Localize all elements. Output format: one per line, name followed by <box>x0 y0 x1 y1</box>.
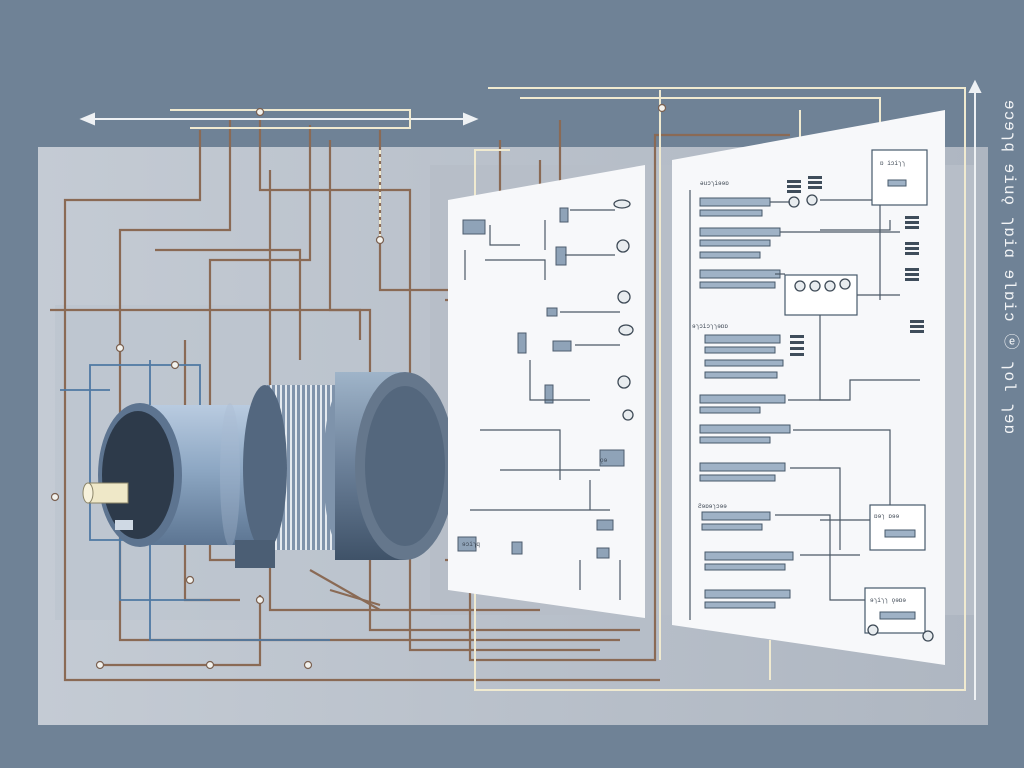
motor-icon <box>82 372 544 568</box>
sheet-right-label-2: ɒ iɔiɿɿ <box>880 160 905 167</box>
top-arrows <box>79 79 982 700</box>
sheet-right-label-1: ǝuɔɿiɘɘɒ <box>700 180 729 187</box>
sheet-right-labels: ǝuɔɿiɘɘɒ ɒ iɔiɿɿ ɘɿɔiɔɿɿɘɒɒ Ƨɘɒɘɿɔɘɘ ɒɘɿ… <box>692 160 906 604</box>
schematic-sheet-left: ɘɔiɿq ǫɘ <box>448 165 645 618</box>
sheet-right-label-5: ɒɘɿ ɒɘɘ <box>874 513 900 520</box>
sheet-right-label-3: ɘɿɔiɔɿɿɘɒɒ <box>692 323 728 330</box>
side-caption: ɘɔɘɿq ɘiuǫ ɿɒiɑ ɘlɒiɔ ⓔ ɿol ɿɘɒ <box>1000 100 1018 436</box>
sheet-left-label-1: ɘɔiɿq <box>462 541 480 548</box>
sheet-right-label-4: Ƨɘɒɘɿɔɘɘ <box>698 503 727 510</box>
sheet-left-label-2: ǫɘ <box>600 457 608 464</box>
schematic-sheet-right: ǝuɔɿiɘɘɒ ɒ iɔiɿɿ ɘɿɔiɔɿɿɘɒɒ Ƨɘɒɘɿɔɘɘ ɒɘɿ… <box>672 110 945 665</box>
sheet-right-label-6: ɘɿiɿɿ ǫɘɒɘ <box>870 597 906 604</box>
